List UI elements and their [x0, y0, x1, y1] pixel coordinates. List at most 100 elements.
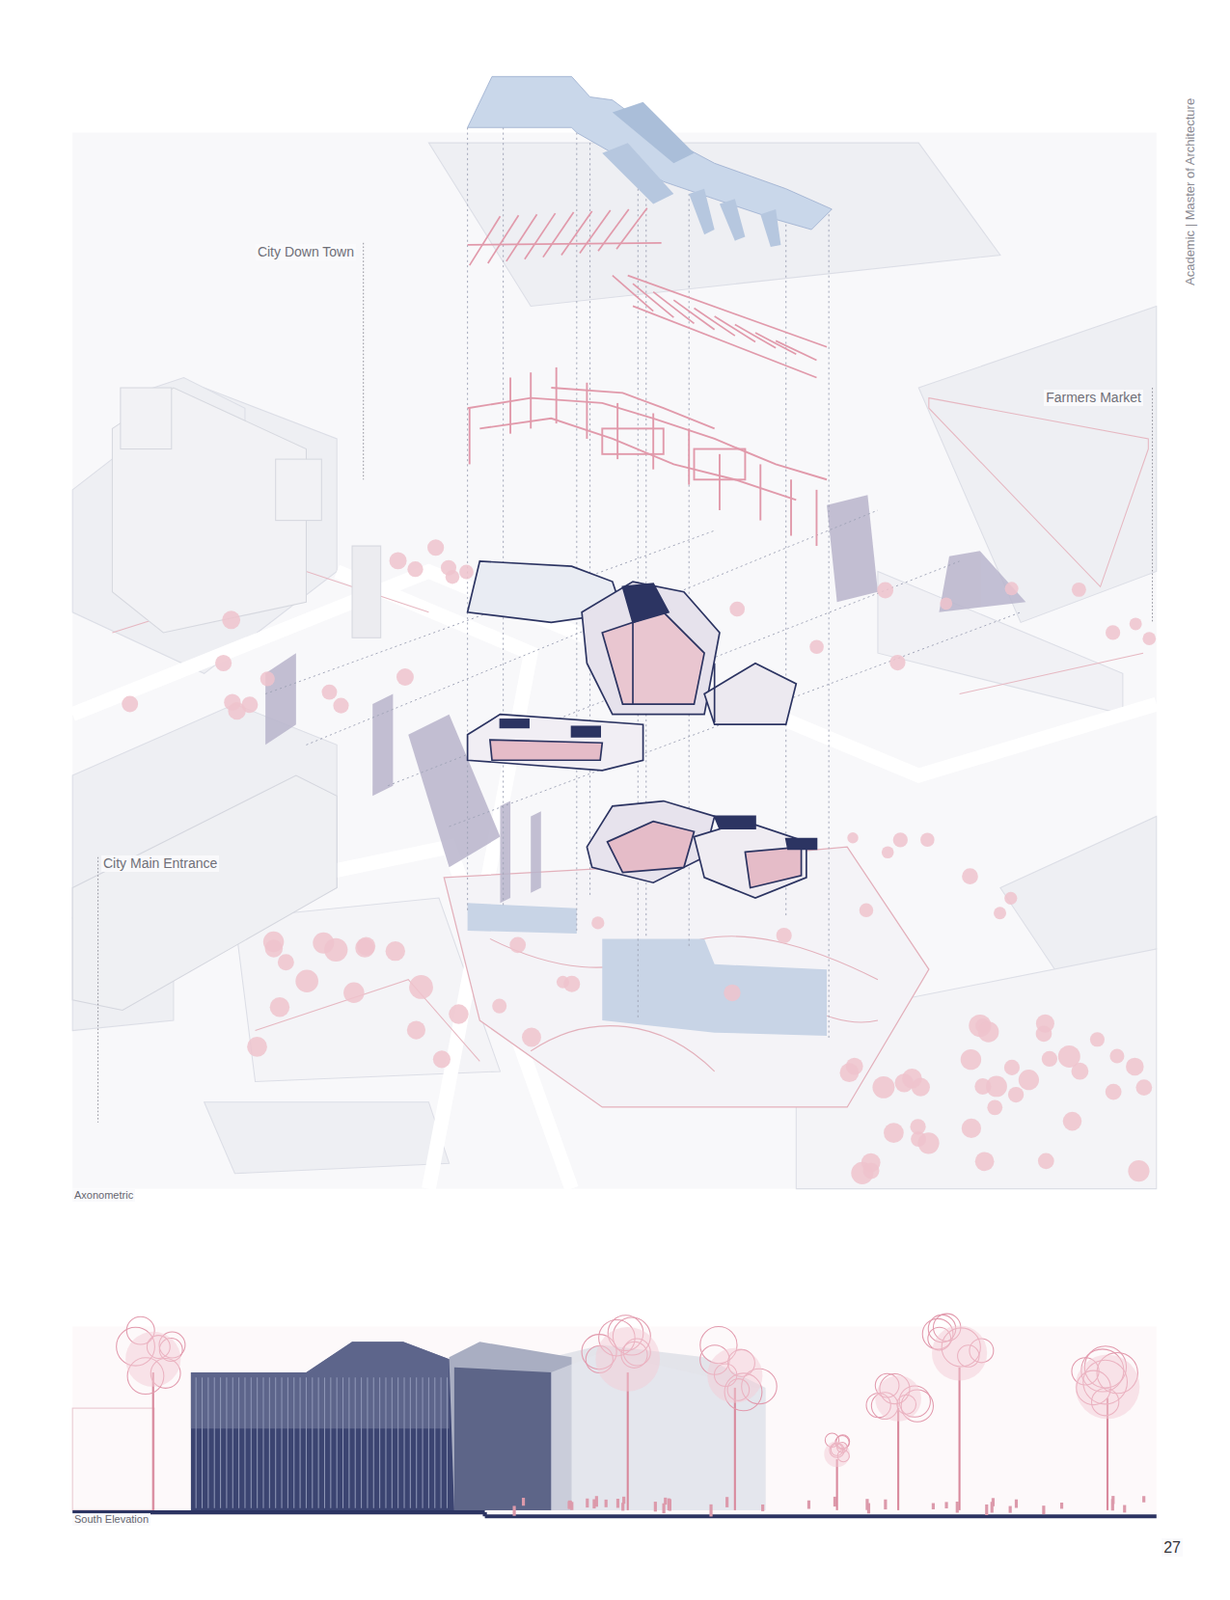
tree [1125, 1058, 1145, 1077]
tree [840, 1063, 860, 1083]
south-elevation [72, 1313, 1157, 1517]
tree [1129, 617, 1143, 630]
tree [1008, 1087, 1024, 1103]
tree [872, 1076, 895, 1099]
tree [260, 671, 275, 686]
tree [986, 1099, 1003, 1116]
tree [270, 997, 290, 1017]
tree [847, 832, 858, 844]
city-blocks [72, 142, 1157, 1189]
tree [1004, 1060, 1020, 1076]
tree [1004, 892, 1017, 905]
tree [556, 976, 570, 989]
tree [427, 539, 444, 556]
tree [863, 1163, 880, 1180]
tree [407, 561, 423, 577]
tree [1090, 1032, 1105, 1047]
site-trees [121, 539, 1156, 1185]
apartment-block [72, 775, 337, 1011]
tree [1105, 625, 1121, 640]
middle-floor [467, 714, 644, 771]
tree [1005, 581, 1019, 596]
tree [265, 939, 284, 958]
tree [876, 582, 894, 600]
tree [448, 1004, 468, 1024]
roof-layer [467, 76, 833, 247]
drawing-caption: Axonometric [72, 1189, 136, 1203]
pool [467, 902, 577, 934]
site-label: City Down Town [255, 244, 356, 261]
roof-trusses [467, 208, 827, 379]
drawing-caption: South Elevation [72, 1513, 151, 1527]
tree [960, 1049, 982, 1070]
tree [893, 832, 908, 848]
tree [409, 975, 434, 1000]
site-label: Farmers Market [1043, 389, 1144, 407]
tree [521, 1028, 542, 1048]
tree [295, 969, 319, 993]
tree [729, 601, 745, 618]
tree [223, 694, 241, 711]
tree [1105, 1084, 1122, 1101]
tree [459, 565, 474, 580]
plaza [443, 847, 930, 1108]
tree [1041, 1051, 1058, 1067]
structural-frame [467, 367, 827, 547]
tree [1018, 1069, 1039, 1091]
tree [974, 1078, 991, 1095]
site-ground [72, 133, 1157, 1190]
downtown-buildings [111, 387, 381, 638]
tree [221, 610, 241, 629]
pool [601, 938, 827, 1037]
facade-panels [265, 494, 1026, 903]
plaza-paths [490, 936, 878, 1072]
tree [312, 932, 334, 955]
tree [343, 983, 364, 1004]
tree [322, 684, 338, 701]
upper-floor [467, 561, 797, 725]
tree [1109, 1049, 1124, 1065]
site-label: City Main Entrance [101, 855, 219, 873]
page-number: 27 [1161, 1538, 1183, 1558]
tree [433, 1050, 451, 1068]
tree [902, 1068, 923, 1090]
tree [215, 655, 232, 672]
tree [396, 668, 414, 686]
tree [881, 846, 895, 859]
tree [889, 655, 905, 671]
tree [975, 1151, 995, 1172]
leader-lines [98, 243, 1153, 1123]
tree [1036, 1026, 1053, 1043]
tree [407, 1020, 426, 1039]
tree [277, 954, 295, 971]
tree [440, 560, 457, 576]
tree [920, 832, 935, 848]
tree [121, 695, 138, 712]
tree [978, 1021, 1000, 1043]
tree [1058, 1045, 1081, 1068]
tree [246, 1037, 268, 1058]
tree [1127, 1160, 1149, 1182]
tree [385, 941, 406, 961]
tree [1063, 1112, 1083, 1132]
tree [492, 999, 507, 1014]
tree [1071, 582, 1087, 598]
tree [859, 903, 875, 919]
tree [389, 551, 408, 570]
tree [509, 936, 526, 954]
tree [961, 868, 979, 885]
tree [1142, 631, 1156, 646]
tree [883, 1122, 904, 1144]
page-header: Academic | Master of Architecture [1182, 96, 1199, 288]
tree [1135, 1079, 1152, 1096]
tree [1038, 1152, 1055, 1170]
tree [723, 984, 740, 1002]
tree [332, 698, 349, 714]
tree [355, 938, 375, 958]
tree [591, 916, 604, 930]
tree [776, 928, 793, 944]
projection-lines [265, 102, 1021, 1041]
tree [918, 1132, 940, 1154]
tree [939, 597, 953, 610]
